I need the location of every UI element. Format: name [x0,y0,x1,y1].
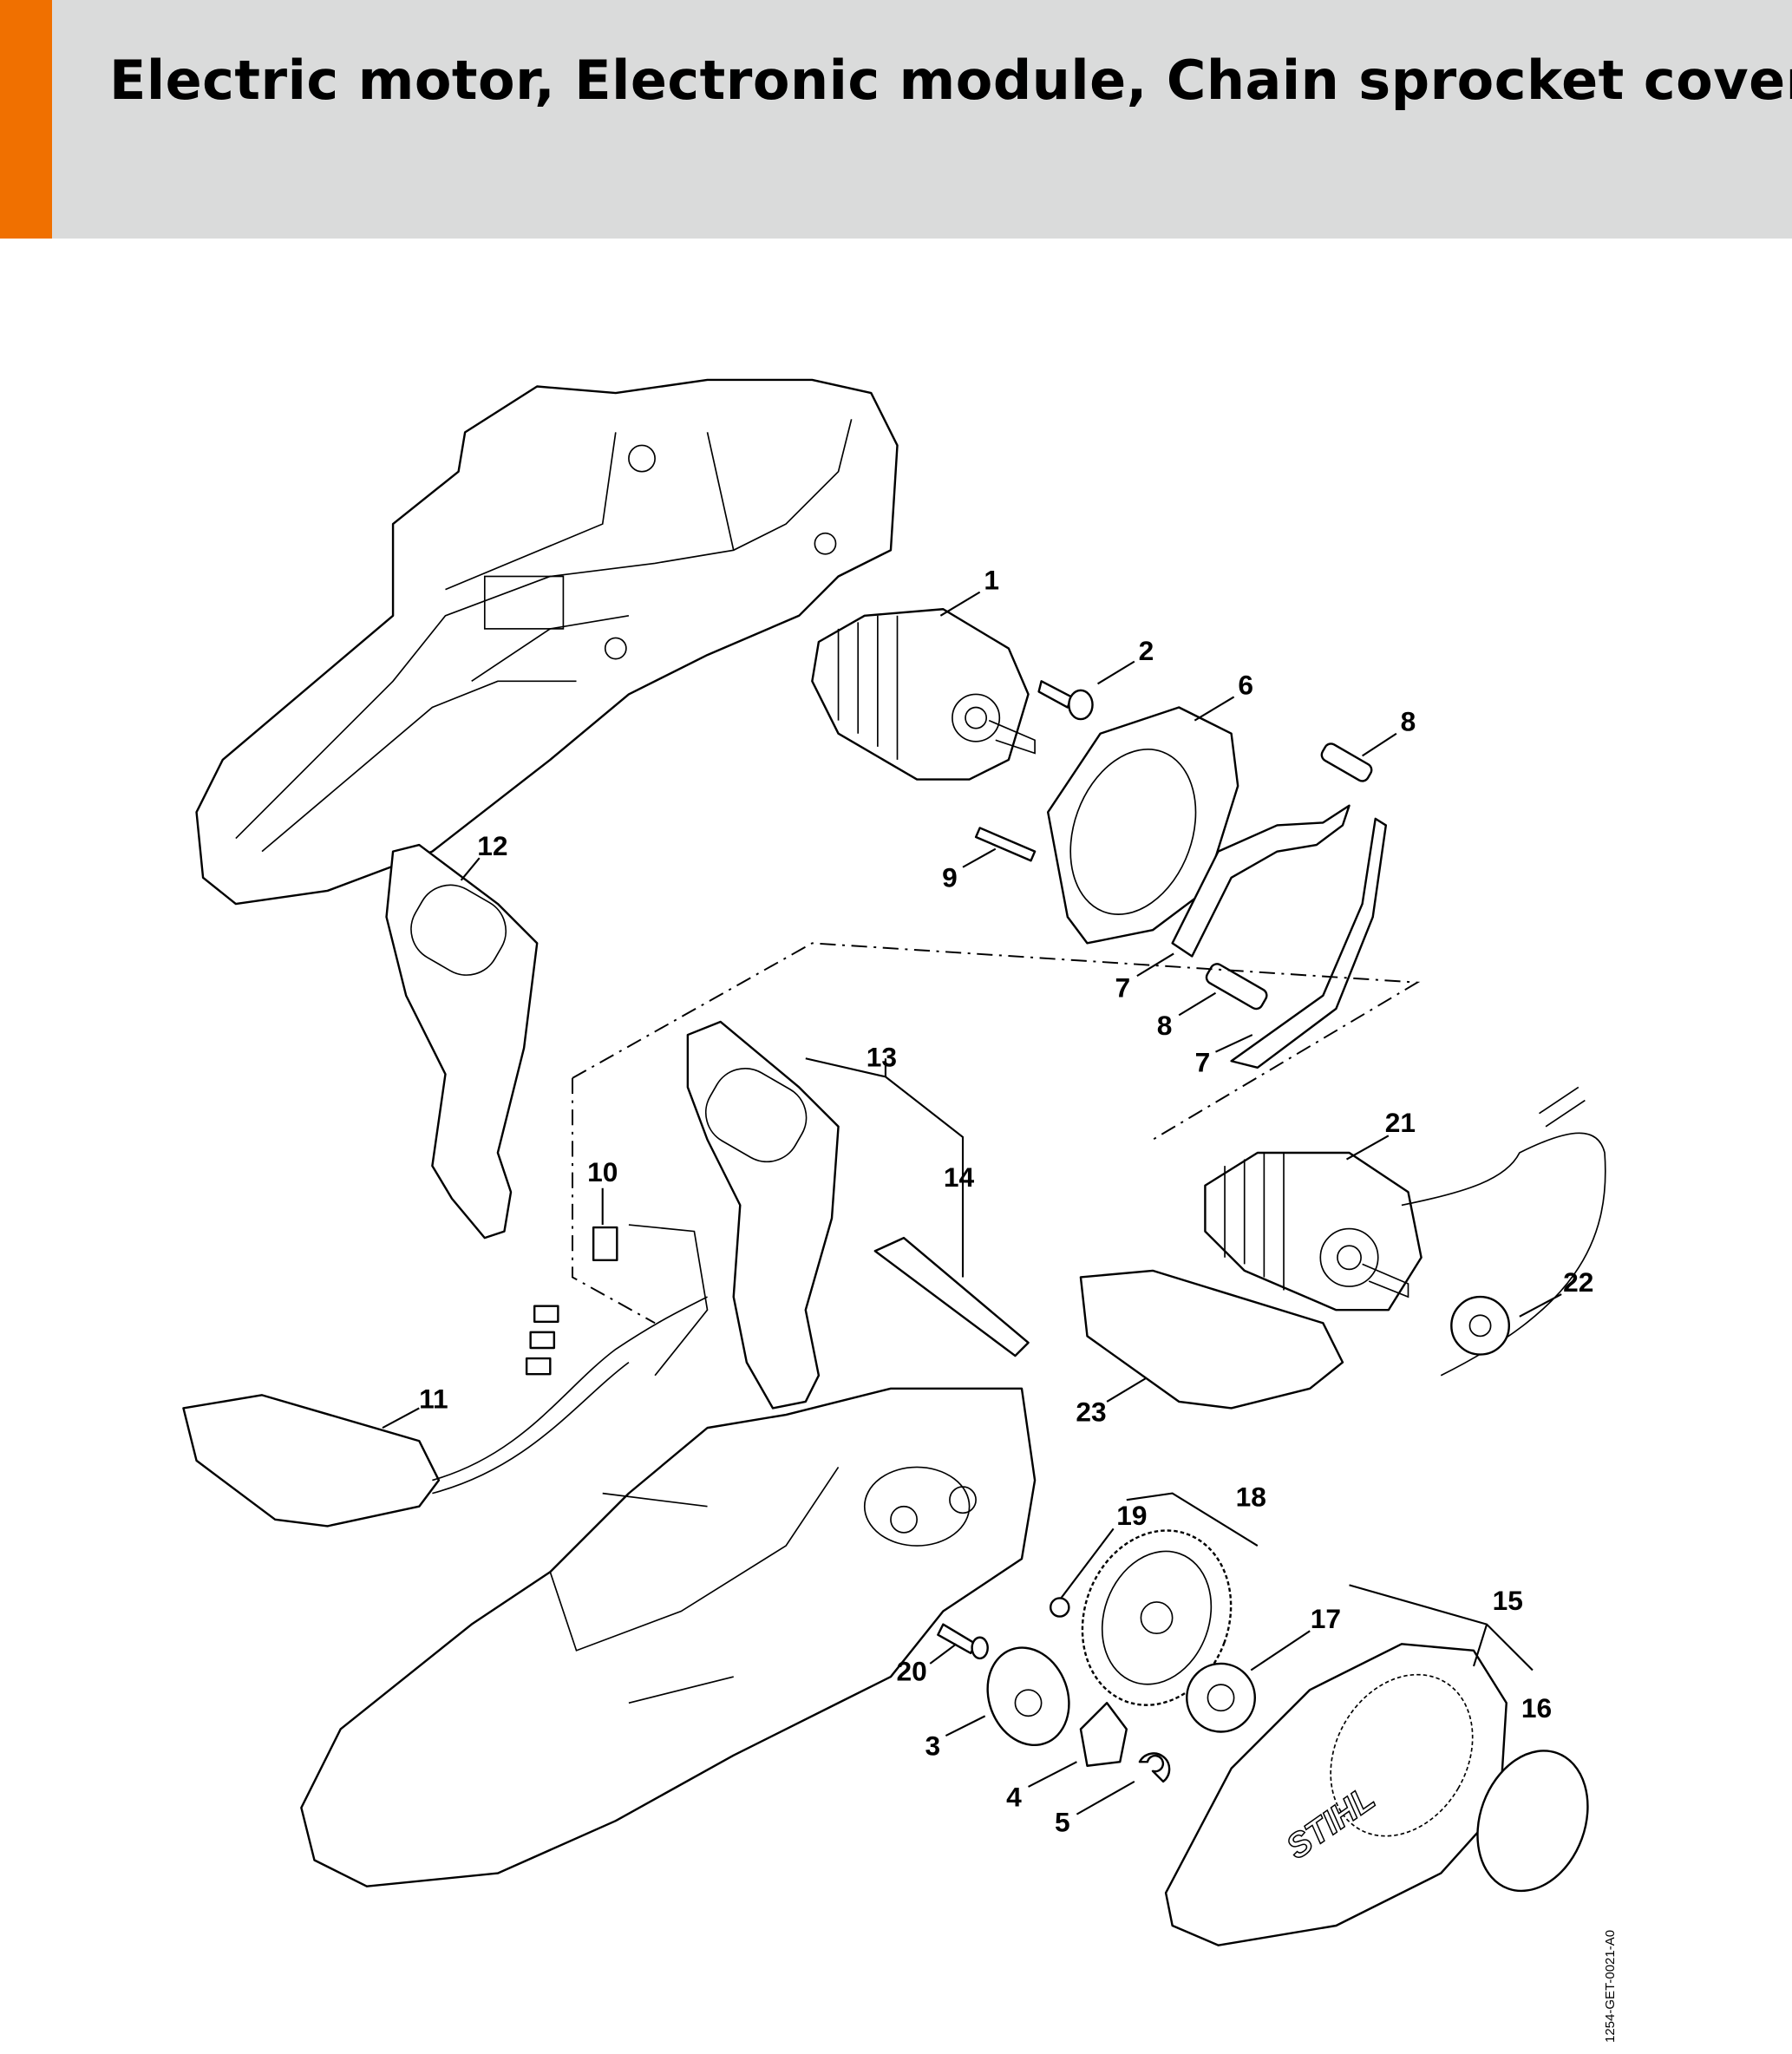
callout-11: 11 [419,1383,448,1414]
leader-lines [382,591,1562,1815]
callout-13: 13 [867,1041,897,1072]
callout-2: 2 [1139,635,1154,666]
screw-part-19 [1049,1597,1070,1618]
callout-5: 5 [1055,1806,1070,1837]
assembly-group-outline [571,942,1421,1325]
callout-23: 23 [1076,1397,1106,1428]
header-bar: Electric motor, Electronic module, Chain… [0,0,1792,239]
nut-part-17 [1186,1662,1257,1733]
electric-motor-part-1 [811,608,1036,781]
nut-part-22 [1450,1295,1510,1356]
callout-labels: 1 2 6 8 9 12 7 8 7 13 14 10 21 22 11 23 … [419,565,1593,1838]
motor-housing-lower [300,1387,1037,1887]
electronic-module-part-23 [1079,1269,1344,1410]
sprocket-part-18 [1081,1529,1233,1706]
microswitch-part-10 [592,1224,709,1377]
page-title: Electric motor, Electronic module, Chain… [109,49,1792,112]
callout-6: 6 [1238,669,1253,700]
callout-18: 18 [1236,1482,1266,1513]
spring-part-8-lower [1205,963,1268,1011]
cover-cap-part-16 [1476,1750,1589,1893]
callout-15: 15 [1493,1585,1523,1616]
sprocket-cover-part-15: STIHL [1164,1643,1508,1946]
callout-21: 21 [1385,1107,1416,1138]
accent-stripe [0,0,52,239]
callout-16: 16 [1521,1692,1552,1724]
callout-17: 17 [1311,1603,1341,1634]
callout-1: 1 [984,565,999,596]
callout-22: 22 [1563,1266,1593,1298]
electric-motor-part-21 [1204,1086,1606,1377]
document-id: 1254-GET-0021-A0 [1603,1929,1618,2043]
callout-7b: 7 [1195,1046,1211,1077]
e-clip-part-5 [1138,1752,1171,1783]
hand-guard-part-13 [686,1020,840,1410]
callout-10: 10 [587,1156,618,1187]
hand-guard-part-12 [385,843,539,1240]
callout-20: 20 [896,1656,926,1687]
screw-part-20 [937,1623,989,1660]
screw-part-2 [1037,680,1094,721]
motor-bracket-part-6 [1046,706,1239,945]
disc-part-3 [986,1646,1070,1747]
spring-part-8-upper [1320,742,1373,782]
brake-band-part-7 [1171,804,1388,1070]
label-plate-part-14 [873,1236,1030,1357]
drive-part-4 [1079,1702,1128,1767]
callout-19: 19 [1116,1500,1147,1531]
callout-8: 8 [1401,706,1416,737]
callout-12: 12 [477,830,507,861]
callout-4: 4 [1006,1782,1022,1813]
callout-3: 3 [925,1730,940,1762]
electronic-module-part-11 [182,1296,708,1527]
callout-8b: 8 [1157,1010,1173,1041]
screw-part-9 [974,827,1037,862]
callout-9: 9 [942,861,958,893]
motor-housing-upper [195,378,899,906]
callout-14: 14 [944,1161,975,1193]
callout-7: 7 [1115,971,1130,1003]
